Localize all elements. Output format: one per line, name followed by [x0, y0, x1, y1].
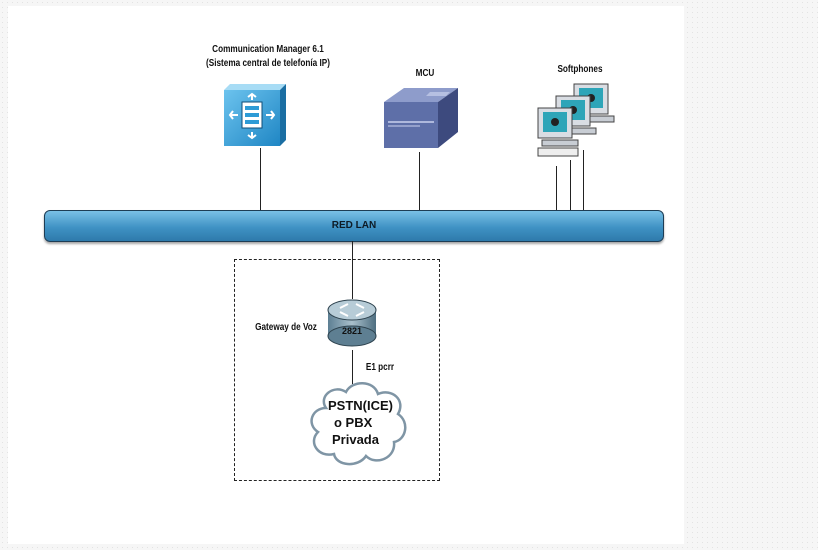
mcu-connector — [419, 152, 420, 210]
workstation-icon — [537, 83, 615, 157]
pstn-line-1: PSTN(ICE) — [328, 398, 393, 413]
softphones-label: Softphones — [557, 64, 603, 75]
call-manager-server-icon — [224, 84, 286, 146]
softphone-connector-2 — [570, 160, 571, 210]
gateway-zone — [234, 259, 440, 481]
softphone-connector-3 — [583, 150, 584, 210]
softphone-connector-1 — [556, 166, 557, 210]
gateway-label: Gateway de Voz — [255, 322, 317, 333]
mcu-label: MCU — [415, 68, 435, 79]
communication-manager-subtitle: (Sistema central de telefonía IP) — [206, 58, 330, 69]
cloud-icon — [310, 382, 407, 466]
lan-bar: RED LAN — [44, 210, 664, 242]
communication-manager-title: Communication Manager 6.1 — [212, 44, 324, 55]
mcu-device-icon — [384, 88, 458, 148]
pstn-line-2: o PBX — [334, 415, 373, 430]
router-icon: 2821 — [327, 299, 377, 347]
link-label: E1 pcrr — [365, 362, 395, 373]
gateway-pstn-connector — [352, 350, 353, 384]
pstn-line-3: Privada — [332, 432, 379, 447]
router-model: 2821 — [342, 326, 362, 336]
cm-connector — [260, 148, 261, 210]
lan-gateway-connector — [352, 241, 353, 299]
lan-label: RED LAN — [331, 220, 377, 231]
